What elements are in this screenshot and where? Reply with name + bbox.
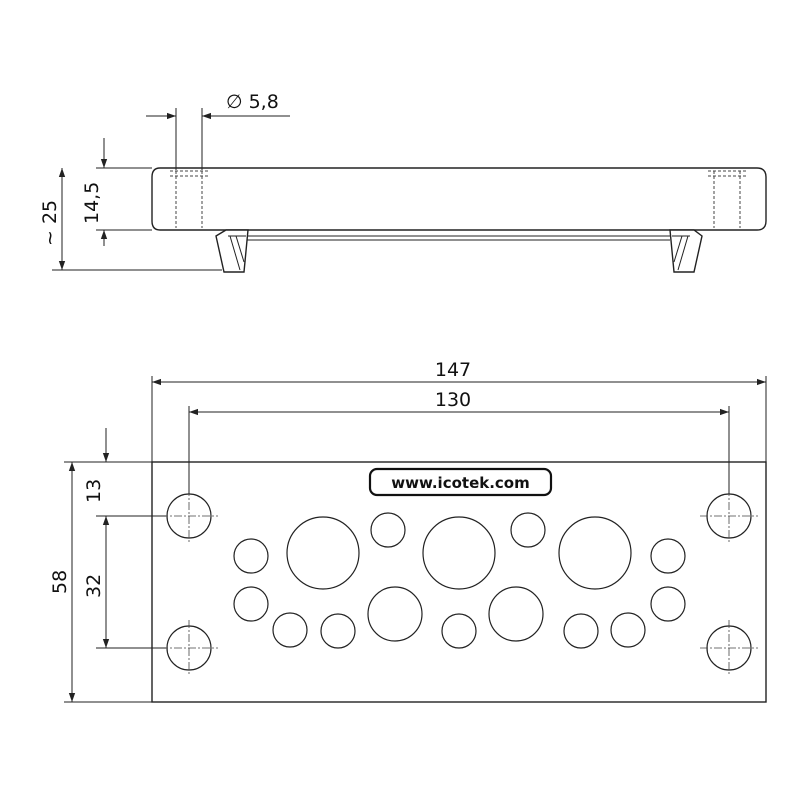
cable-entry-small [510,512,546,548]
top-view: www.icotek.com [49,359,767,703]
cable-entry-small [563,613,599,649]
total-height-dimension: ~ 25 [39,168,222,271]
cable-entry-large [286,516,360,590]
cable-entry-medium [367,586,423,642]
cable-entry-small [233,586,269,622]
cable-entries [233,512,686,649]
hole-to-hole-label: 32 [83,574,105,598]
left-snap-clip [215,229,249,273]
cable-entry-large [558,516,632,590]
edge-to-hole-label: 13 [83,479,105,503]
diameter-dimension: ∅ 5,8 [146,91,290,170]
plate-height-dimension: 14,5 [81,138,152,246]
cable-entry-small [233,538,269,574]
diameter-label: ∅ 5,8 [226,91,279,113]
cable-entry-small [272,612,308,648]
cable-entry-small [650,586,686,622]
logo-badge: www.icotek.com [368,467,553,497]
height-58-dimension: 58 [49,461,152,703]
cable-entry-small [610,612,646,648]
logo-text: www.icotek.com [391,474,530,492]
width-130-label: 130 [435,389,471,411]
side-plate-outline [151,167,767,231]
cable-entry-medium [488,586,544,642]
plate-height-label: 14,5 [81,182,103,224]
right-snap-clip [669,229,703,273]
side-view: ∅ 5,8 14,5 ~ 25 [39,91,767,273]
cable-entry-large [422,516,496,590]
width-147-dimension: 147 [151,359,767,462]
width-147-label: 147 [435,359,471,381]
cable-entry-small [441,613,477,649]
cable-entry-small [320,613,356,649]
width-130-dimension: 130 [188,389,730,494]
cable-entry-small [370,512,406,548]
side-hidden-holes [170,170,746,228]
cable-entry-small [650,538,686,574]
mounting-holes [160,488,758,676]
height-58-label: 58 [49,570,71,594]
vertical-small-dimensions: 13 32 [83,428,166,649]
total-height-label: ~ 25 [39,200,61,246]
